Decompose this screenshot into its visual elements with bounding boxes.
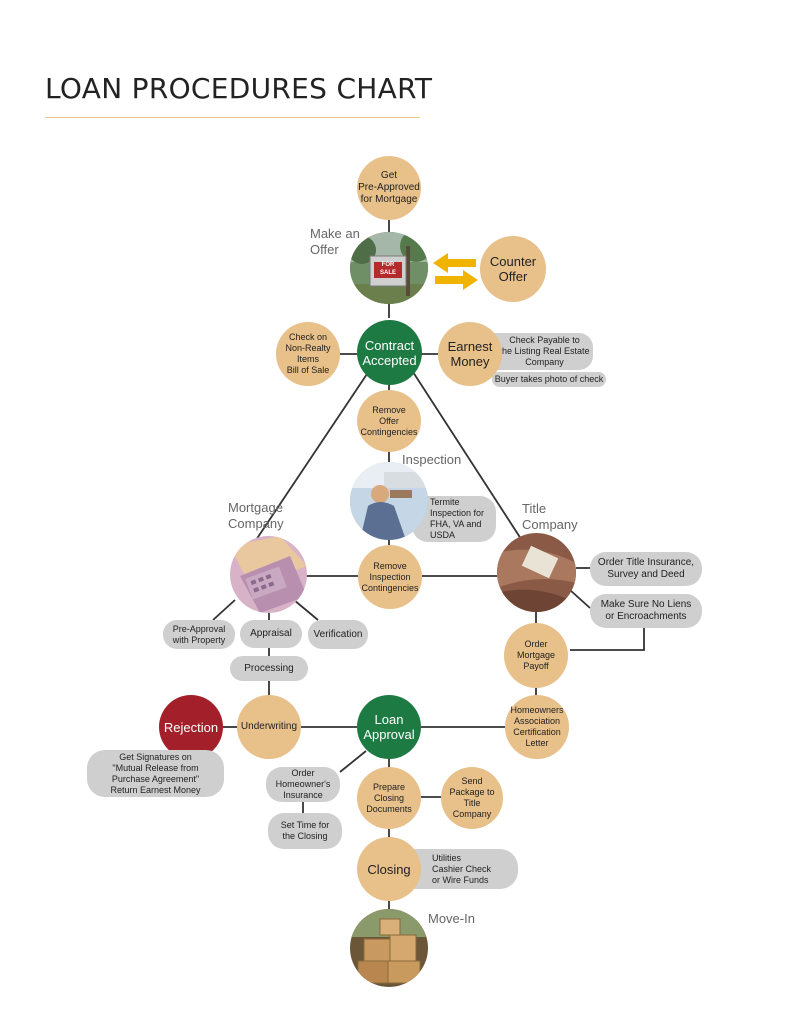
counter-offer-arrows — [433, 253, 478, 290]
arrow-left-icon — [433, 253, 476, 273]
sign-text: FOR SALE — [379, 262, 396, 276]
node-loan-approval: Loan Approval — [357, 695, 421, 759]
line-contract-mortgage — [251, 373, 368, 547]
label-mortgage-company: Mortgage Company — [228, 500, 284, 531]
node-underwriting: Underwriting — [237, 695, 301, 759]
node-get-preapproved: Get Pre-Approved for Mortgage — [357, 156, 421, 220]
node-closing: Closing — [357, 837, 421, 901]
label-move-in: Move-In — [428, 911, 475, 926]
title-photo — [497, 533, 576, 612]
node-processing: Processing — [230, 656, 308, 681]
node-rejection: Rejection — [159, 695, 223, 759]
node-remove-offer: Remove Offer Contingencies — [357, 390, 421, 452]
mortgage-photo — [230, 536, 307, 613]
label-inspection: Inspection — [402, 452, 462, 467]
line-noliens-payoff — [570, 628, 645, 651]
node-get-signatures: Get Signatures on "Mutual Release from P… — [87, 750, 224, 797]
page-title: LOAN PROCEDURES CHART — [45, 72, 433, 105]
node-prepare-closing: Prepare Closing Documents — [357, 767, 421, 829]
node-termite: Termite Inspection for FHA, VA and USDA — [412, 496, 496, 542]
title-underline — [45, 117, 420, 118]
node-order-title: Order Title Insurance, Survey and Deed — [590, 552, 702, 586]
node-hoa: Homeowners Association Certification Let… — [505, 695, 569, 759]
node-no-liens: Make Sure No Liens or Encroachments — [590, 594, 702, 628]
node-appraisal: Appraisal — [240, 620, 302, 648]
node-remove-inspection: Remove Inspection Contingencies — [358, 545, 422, 609]
line-title-noliens — [569, 589, 591, 609]
line-mortgage-verification — [293, 599, 319, 621]
node-contract-accepted: Contract Accepted — [357, 320, 422, 385]
inspection-photo — [350, 462, 428, 540]
line-contract-title — [412, 371, 524, 543]
node-buyer-photo: Buyer takes photo of check — [492, 372, 606, 387]
node-send-package: Send Package to Title Company — [441, 767, 503, 829]
arrow-right-icon — [435, 270, 478, 290]
node-verification: Verification — [308, 620, 368, 649]
node-order-homeowners: Order Homeowner's Insurance — [266, 767, 340, 802]
for-sale-photo: FOR SALE — [350, 232, 428, 304]
node-set-time: Set Time for the Closing — [268, 813, 342, 849]
label-title-company: Title Company — [522, 501, 578, 532]
node-check-non-realty: Check on Non-Realty Items Bill of Sale — [276, 322, 340, 386]
line-loan-homeowners — [339, 750, 367, 773]
node-counter-offer: Counter Offer — [480, 236, 546, 302]
node-earnest-money: Earnest Money — [438, 322, 502, 386]
node-order-payoff: Order Mortgage Payoff — [504, 623, 568, 688]
line-mortgage-preapproval — [212, 599, 236, 621]
label-make-offer: Make an Offer — [310, 226, 360, 257]
move-in-photo — [350, 909, 428, 987]
node-pre-approval-property: Pre-Approval with Property — [163, 620, 235, 649]
